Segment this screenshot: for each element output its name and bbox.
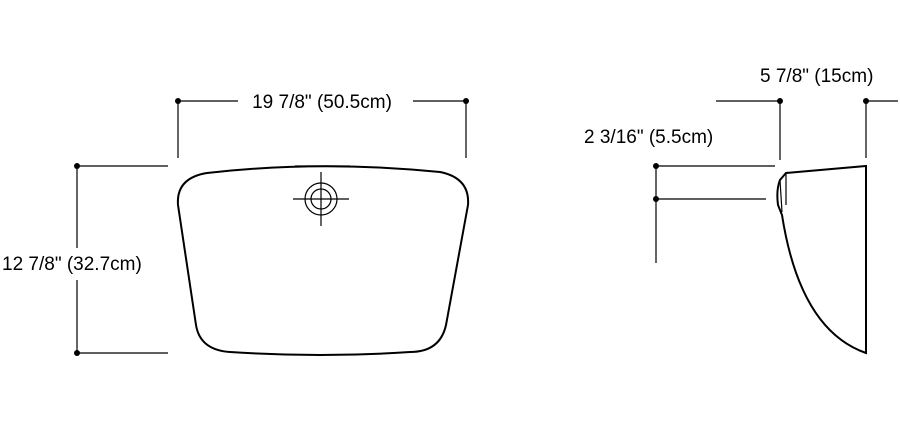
front-view: 19 7/8" (50.5cm) 12 7/8" (32.7cm): [2, 92, 470, 356]
offset-dimension: 2 3/16" (5.5cm): [584, 127, 775, 263]
offset-label: 2 3/16" (5.5cm): [584, 127, 713, 148]
depth-label: 5 7/8" (15cm): [760, 66, 873, 87]
width-dimension: 19 7/8" (50.5cm): [175, 92, 469, 158]
front-body-outline: [176, 165, 470, 356]
depth-dimension: 5 7/8" (15cm): [716, 66, 898, 160]
side-body-outline: [776, 164, 867, 355]
side-view: 5 7/8" (15cm) 2 3/16" (5.5cm): [584, 66, 898, 355]
height-dimension: 12 7/8" (32.7cm): [2, 163, 168, 356]
drain-fitting-icon: [293, 172, 349, 226]
height-label: 12 7/8" (32.7cm): [2, 254, 142, 275]
width-label: 19 7/8" (50.5cm): [252, 92, 392, 113]
